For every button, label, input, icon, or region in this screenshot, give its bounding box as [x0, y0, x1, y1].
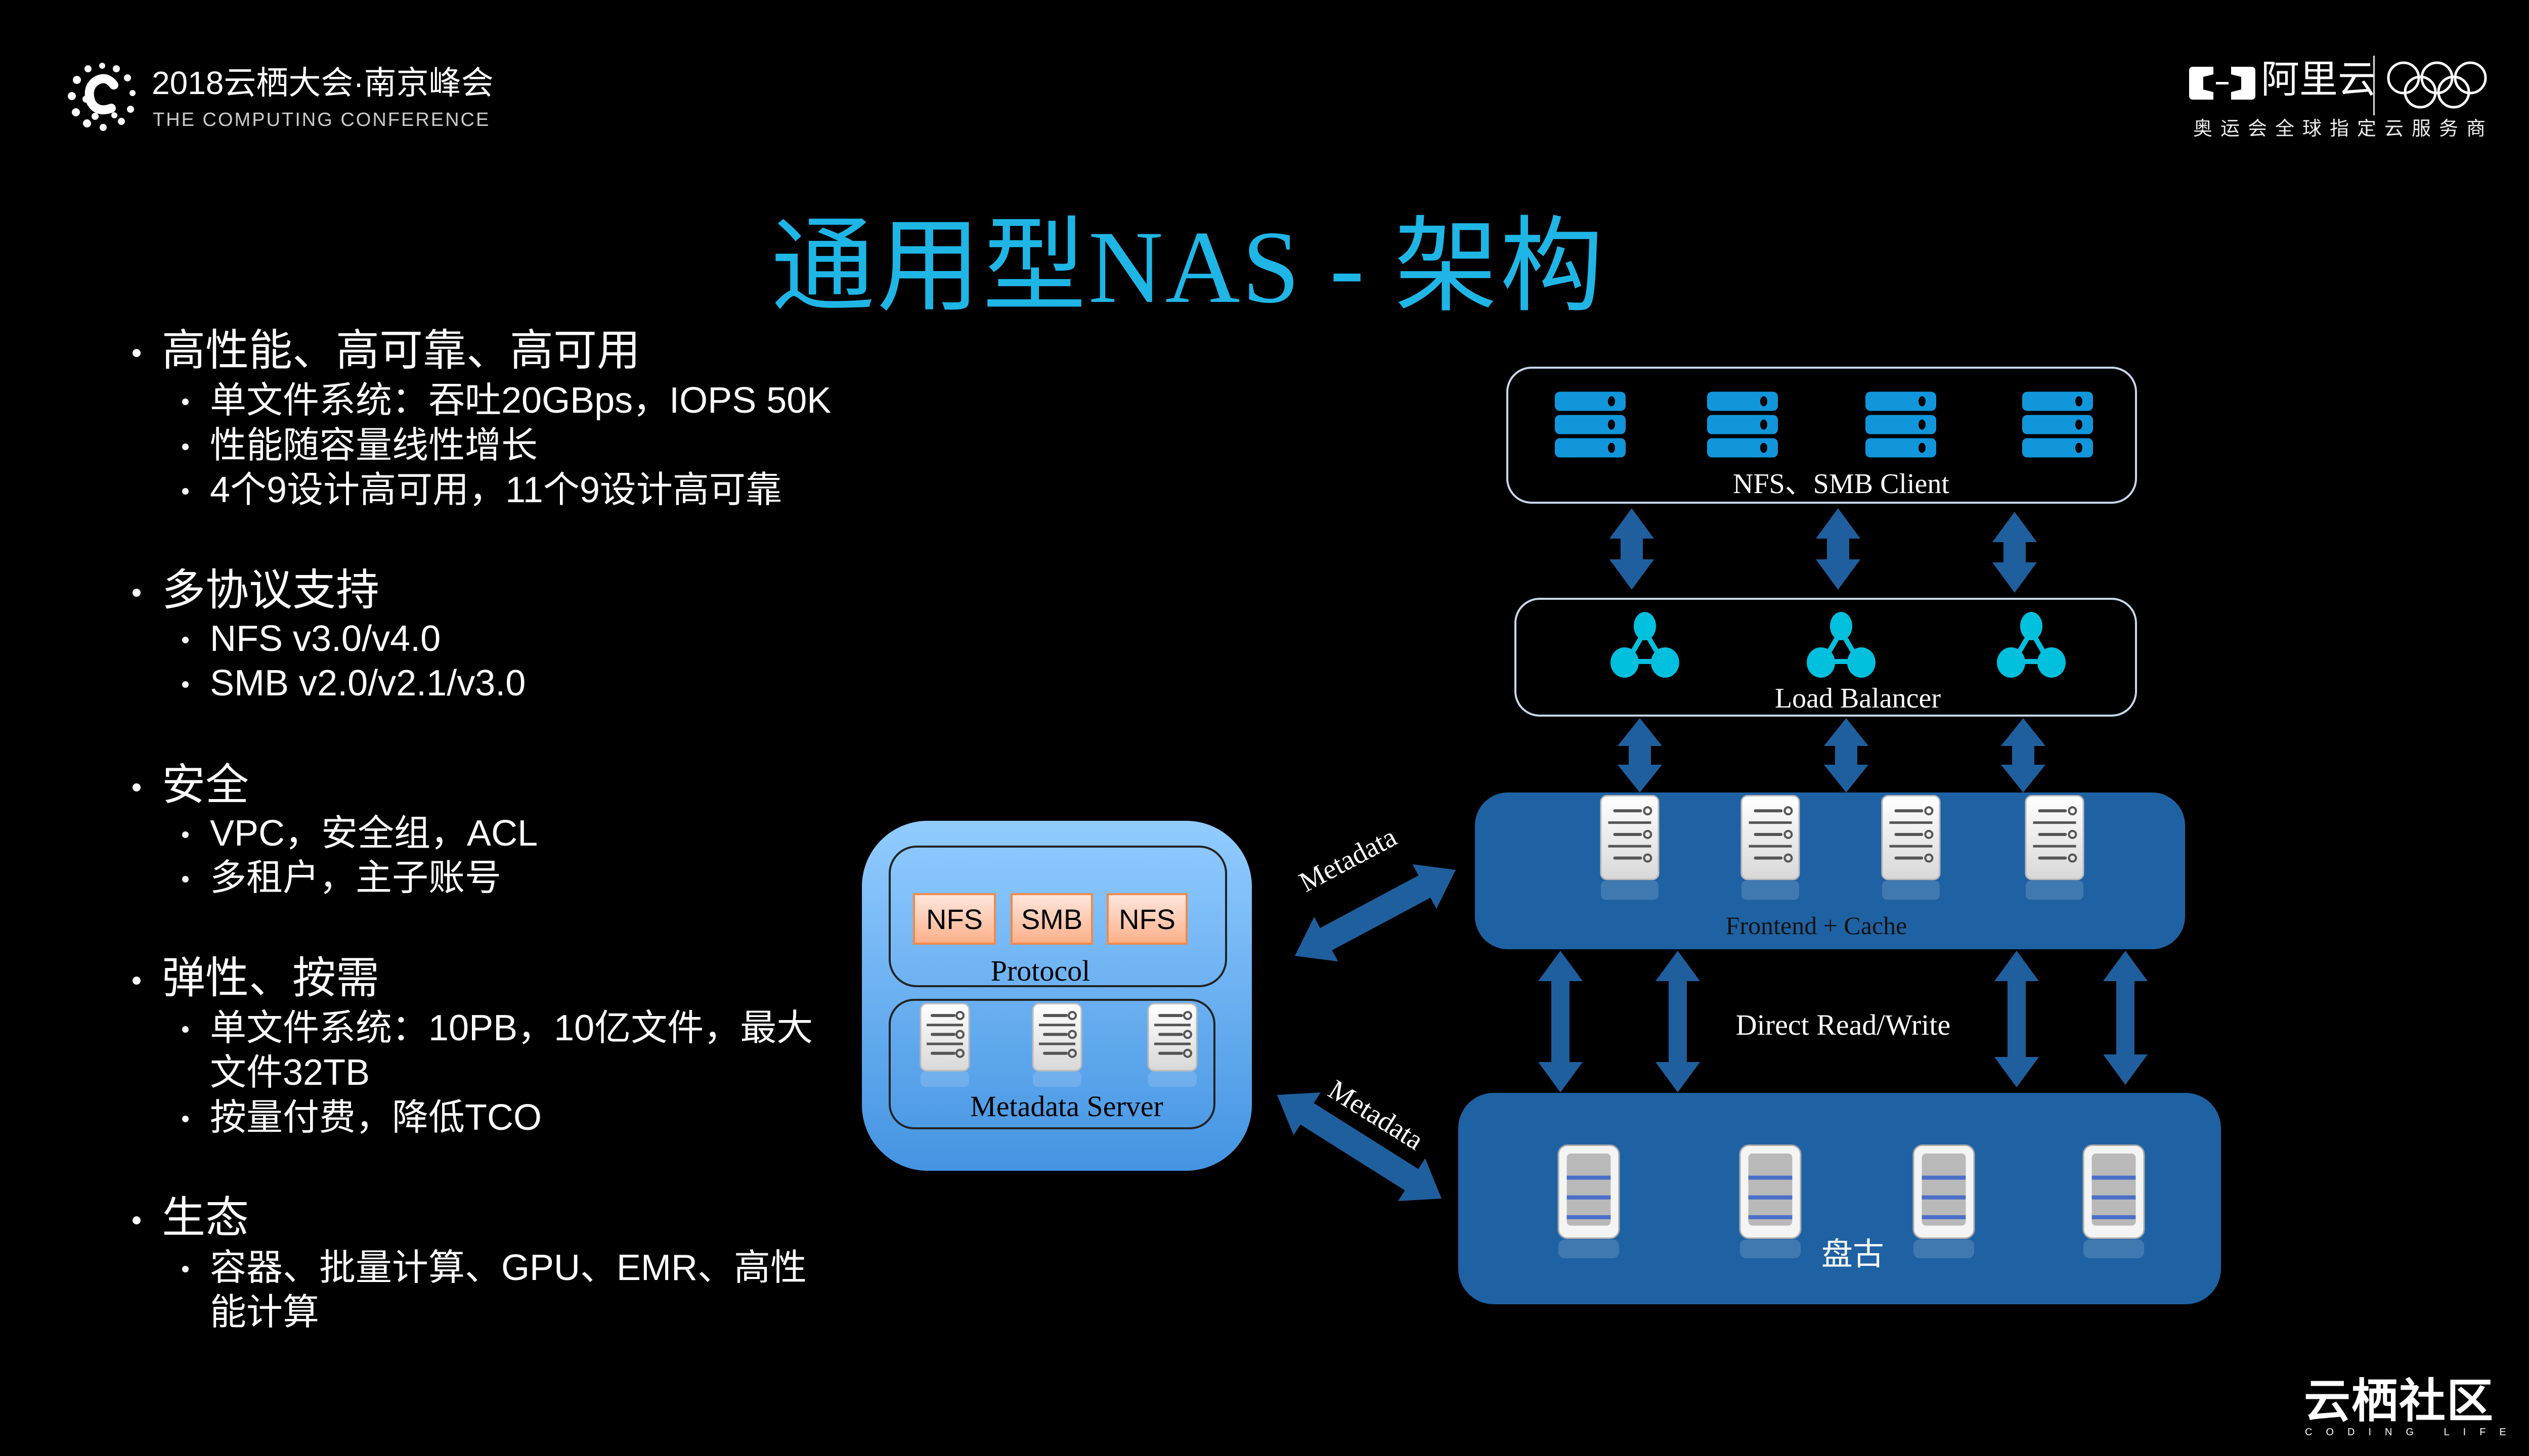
frontend-server-icon	[1740, 795, 1800, 905]
lb-frontend-double-arrow-icon	[2001, 718, 2045, 792]
client-lb-double-arrow-icon	[1609, 508, 1654, 590]
load-balancer-label: Load Balancer	[1774, 683, 1941, 714]
metadata-panel	[862, 821, 1252, 1171]
olympic-rings-icon	[2387, 61, 2487, 109]
conference-title: 2018云栖大会·南京峰会	[152, 65, 494, 101]
client-server-icon	[1865, 391, 1936, 460]
protocol-nfs: NFS	[913, 893, 996, 945]
pangu-storage-icon	[2082, 1144, 2145, 1263]
lb-frontend-double-arrow-icon	[1824, 718, 1868, 792]
bullet-dot	[182, 831, 189, 838]
client-label: NFS、SMB Client	[1733, 468, 1949, 500]
load-balancer-node-icon	[1609, 611, 1680, 682]
bullet-item: 容器、批量计算、GPU、EMR、高性	[210, 1248, 807, 1288]
pangu-label: 盘古	[1821, 1238, 1885, 1272]
bullet-dot	[133, 783, 141, 791]
load-balancer-box	[1514, 598, 2137, 717]
metadata-server-icon	[920, 1003, 970, 1091]
frontend-cache-label: Frontend + Cache	[1725, 911, 1907, 940]
client-server-icon	[2022, 391, 2093, 460]
aliyun-logo	[2188, 62, 2256, 107]
client-box	[1506, 367, 2137, 504]
direct-read-write-label: Direct Read/Write	[1735, 1008, 1951, 1041]
load-balancer-node-icon	[1806, 611, 1877, 682]
direct-read-write-arrow-icon	[1655, 951, 1700, 1092]
client-server-icon	[1555, 391, 1626, 460]
conference-subtitle: THE COMPUTING CONFERENCE	[153, 109, 491, 130]
bullet-dot	[182, 1116, 189, 1122]
pangu-storage-icon	[1912, 1144, 1975, 1263]
frontend-server-icon	[2025, 795, 2084, 905]
bullet-item: 单文件系统：吞吐20GBps，IOPS 50K	[210, 380, 832, 421]
slide-title: 通用型NAS - 架构	[771, 210, 1606, 325]
aliyun-name: 阿里云	[2261, 58, 2376, 101]
metadata-frontend-arrow-icon	[1295, 864, 1456, 962]
metadata-server-icon	[1032, 1003, 1082, 1091]
bullet-dot	[133, 349, 141, 357]
metadata-server-label: Metadata Server	[970, 1090, 1163, 1123]
bullet-dot	[182, 488, 189, 495]
bullet-dot	[182, 876, 189, 883]
pangu-storage-icon	[1557, 1144, 1620, 1263]
olympic-rings-logo	[2385, 60, 2489, 113]
bullet-item: 多租户，主子账号	[210, 858, 502, 898]
metadata-pangu-arrow-icon	[1277, 1092, 1442, 1201]
bullet-item: 4个9设计高可用，11个9设计高可靠	[210, 470, 782, 510]
metadata-server-box	[889, 999, 1215, 1129]
bullet-dot	[182, 681, 189, 688]
bullet-heading: 弹性、按需	[162, 954, 379, 1002]
bullet-heading: 安全	[162, 761, 249, 809]
community-tagline: CODING LIFE	[2305, 1427, 2520, 1438]
bullet-item: NFS v3.0/v4.0	[210, 619, 441, 659]
community-name: 云栖社区	[2304, 1376, 2495, 1427]
bullet-item: SMB v2.0/v2.1/v3.0	[210, 663, 526, 703]
bullet-dot	[133, 1216, 141, 1224]
direct-read-write-arrow-icon	[2103, 951, 2148, 1085]
metadata-server-icon	[1147, 1003, 1198, 1091]
bullet-heading: 多协议支持	[162, 566, 379, 614]
bullet-dot	[182, 637, 189, 643]
bullet-item: VPC，安全组，ACL	[210, 813, 538, 854]
aliyun-tagline: 奥运会全球指定云服务商	[2193, 118, 2494, 140]
bullet-item: 性能随容量线性增长	[210, 425, 538, 466]
lb-frontend-double-arrow-icon	[1618, 718, 1662, 792]
direct-read-write-arrow-icon	[1994, 951, 2039, 1087]
bullet-dot	[182, 399, 189, 405]
bullet-dot	[182, 1266, 189, 1272]
protocol-label: Protocol	[990, 954, 1091, 987]
bullet-dot	[133, 589, 141, 597]
cloud-dots-logo-icon	[68, 63, 136, 131]
logo-divider	[2373, 56, 2375, 115]
bullet-item-continuation: 能计算	[210, 1292, 320, 1333]
client-lb-double-arrow-icon	[1816, 508, 1860, 590]
bullet-dot	[182, 444, 189, 450]
bullet-dot	[182, 1026, 189, 1033]
frontend-server-icon	[1600, 795, 1660, 905]
protocol-nfs: NFS	[1107, 893, 1188, 945]
load-balancer-node-icon	[1996, 611, 2067, 682]
client-server-icon	[1707, 391, 1778, 460]
bullet-heading: 高性能、高可靠、高可用	[162, 326, 640, 375]
bullet-heading: 生态	[162, 1194, 249, 1242]
conference-logo	[66, 60, 139, 133]
protocol-box	[889, 846, 1227, 987]
bullet-item: 单文件系统：10PB，10亿文件，最大	[210, 1008, 813, 1048]
aliyun-bracket-icon	[2189, 67, 2255, 100]
bullet-item: 按量付费，降低TCO	[210, 1097, 542, 1138]
bullet-dot	[133, 977, 141, 985]
direct-read-write-arrow-icon	[1538, 951, 1583, 1092]
protocol-smb: SMB	[1011, 893, 1093, 945]
pangu-storage-icon	[1739, 1144, 1802, 1263]
frontend-server-icon	[1881, 795, 1941, 905]
bullet-item-continuation: 文件32TB	[210, 1052, 370, 1093]
client-lb-double-arrow-icon	[1992, 512, 2037, 593]
